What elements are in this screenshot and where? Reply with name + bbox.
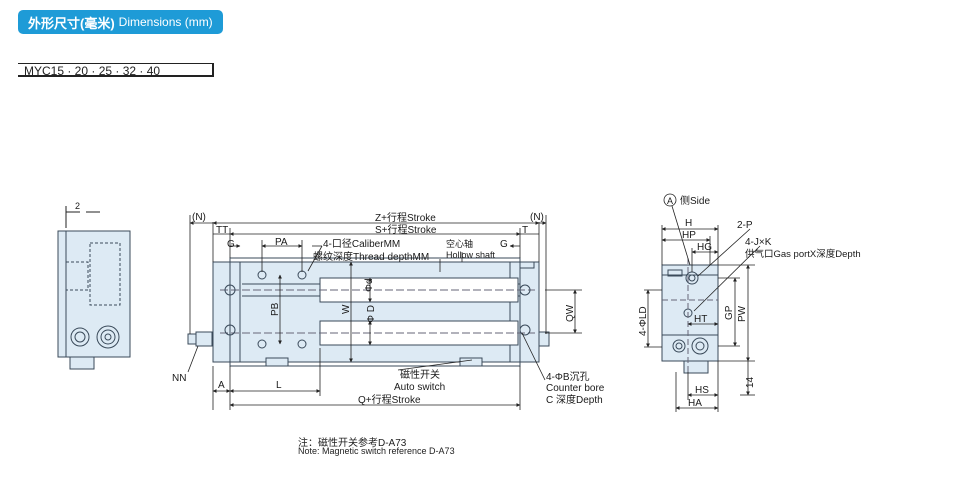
end-bolt-1 <box>224 284 236 296</box>
s-stroke-label: S+行程Stroke <box>375 223 437 236</box>
end-bolt-2 <box>224 324 236 336</box>
hg-label: HG <box>697 242 712 253</box>
end-bolt-4 <box>519 324 531 336</box>
model-series-label: MYC15 · 20 · 25 · 32 · 40 <box>18 63 214 78</box>
hp-label: HP <box>682 230 696 241</box>
hollow-shaft-cn-label: 空心轴 <box>446 238 473 249</box>
depth-label: C 深度Depth <box>546 393 603 406</box>
side-label: 侧Side <box>680 194 710 207</box>
side-port-right <box>96 325 120 349</box>
auto-switch-left <box>265 357 289 367</box>
side-mount-tab <box>69 356 95 370</box>
ha-label: HA <box>688 398 702 409</box>
mount-hole-left <box>672 339 686 353</box>
l-label: L <box>276 380 282 391</box>
g-right-label: G <box>500 239 508 250</box>
note-cn: 注：磁性开关参考D-A73 <box>298 438 407 449</box>
screw-hole-4 <box>297 339 307 349</box>
end-bolt-3 <box>519 284 531 296</box>
nn-label: NN <box>172 373 186 384</box>
q-stroke-label: Q+行程Stroke <box>358 393 421 406</box>
p2-label: 2-P <box>737 220 753 231</box>
pb-label: PB <box>270 302 281 316</box>
end-view <box>661 258 719 374</box>
end-mount-tab <box>683 360 709 374</box>
w-label: W <box>341 304 352 314</box>
pa-label: PA <box>275 237 288 248</box>
side-view <box>57 206 131 370</box>
ht-label: HT <box>694 314 707 325</box>
ld-label: 4-ΦLD <box>638 306 649 336</box>
left-fitting <box>195 331 213 347</box>
h-label: H <box>685 218 692 229</box>
side-port-left <box>70 327 90 347</box>
note-en: Note: Magnetic switch reference D-A73 <box>298 446 455 456</box>
z-stroke-label: Z+行程Stroke <box>375 211 436 224</box>
n-left-label: (N) <box>192 212 206 223</box>
t-label: T <box>522 225 528 236</box>
jk-label: 4-J×K <box>745 237 772 248</box>
counter-bore-en-label: Counter bore <box>546 383 605 394</box>
phi-D-label: Φ D <box>366 305 377 323</box>
g-left-label: G <box>227 239 235 250</box>
auto-switch-en-label: Auto switch <box>394 382 445 393</box>
a-label: A <box>218 380 225 391</box>
counter-bore-cn-label: 4-ΦB沉孔 <box>546 370 590 383</box>
hs-label: HS <box>695 385 709 396</box>
phi-d-label: Φd <box>364 278 375 292</box>
section-title-badge: 外形尺寸(毫米) Dimensions (mm) <box>18 10 223 34</box>
gas-port-label: 供气口Gas portX深度Depth <box>745 248 861 260</box>
end-view-body <box>661 264 719 362</box>
gp-label: GP <box>724 305 735 320</box>
side-marker-circle <box>663 193 677 207</box>
n-right-label: (N) <box>530 212 544 223</box>
screw-hole-3 <box>257 339 267 349</box>
dim-14-label: 14 <box>745 376 756 388</box>
front-view <box>187 257 550 367</box>
thread-depth-label: 螺纹深度Thread depthMM <box>313 250 429 263</box>
dim-2-label: 2 <box>75 201 80 211</box>
title-cn: 外形尺寸(毫米) <box>28 15 115 31</box>
qw-label: QW <box>565 304 576 322</box>
side-view-body <box>57 230 131 358</box>
right-fitting <box>538 331 550 347</box>
auto-switch-cn-label: 磁性开关 <box>400 368 440 381</box>
caliber-label: 4-口径CaliberMM <box>323 237 400 250</box>
title-en: Dimensions (mm) <box>118 15 213 29</box>
mount-hole-right <box>691 337 709 355</box>
auto-switch-right <box>459 357 483 367</box>
pw-label: PW <box>737 305 748 322</box>
hollow-shaft-en-label: Hollow shaft <box>446 250 496 260</box>
tt-label: TT <box>216 225 228 236</box>
side-marker-letter: A <box>667 196 673 206</box>
